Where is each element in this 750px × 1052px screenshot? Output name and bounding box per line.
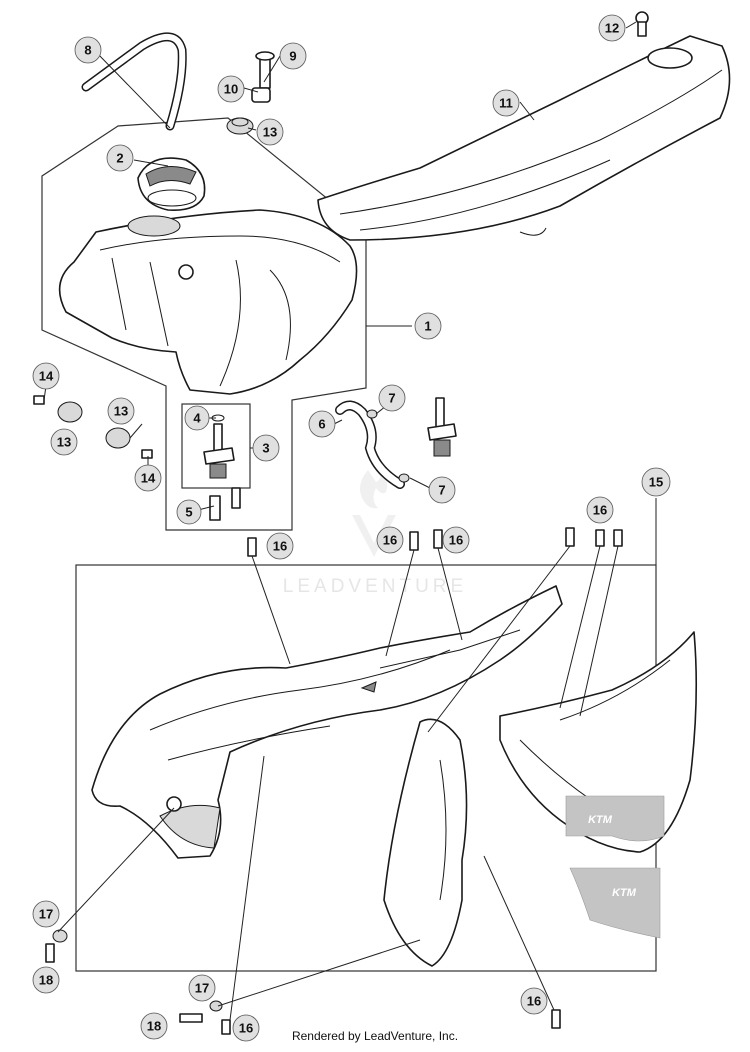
svg-text:11: 11 — [499, 96, 513, 111]
svg-text:9: 9 — [289, 49, 296, 64]
svg-text:1: 1 — [424, 319, 431, 334]
svg-text:16: 16 — [239, 1021, 253, 1036]
callout-13-c: 13 — [107, 397, 135, 425]
callout-16-c: 16 — [442, 526, 470, 554]
callout-14-b: 14 — [134, 464, 162, 492]
callout-16-d: 16 — [586, 496, 614, 524]
callout-14-a: 14 — [32, 362, 60, 390]
svg-text:16: 16 — [527, 994, 541, 1009]
callout-10: 10 — [217, 75, 245, 103]
svg-text:13: 13 — [114, 404, 128, 419]
svg-text:14: 14 — [141, 471, 156, 486]
svg-text:7: 7 — [438, 483, 445, 498]
svg-text:18: 18 — [39, 973, 53, 988]
fuel-line — [335, 397, 457, 489]
fuel-tank — [58, 209, 358, 395]
decal-bottom-logo: KTM — [612, 887, 637, 899]
callout-1: 1 — [414, 312, 442, 340]
svg-text:16: 16 — [593, 503, 607, 518]
callout-17-a: 17 — [32, 900, 60, 928]
svg-text:16: 16 — [273, 539, 287, 554]
svg-text:6: 6 — [318, 417, 325, 432]
tank-bolt-assembly — [226, 51, 275, 135]
callout-7-b: 7 — [428, 476, 456, 504]
watermark-text: LEADVENTURE — [283, 576, 467, 597]
callout-2: 2 — [106, 144, 134, 172]
callout-17-b: 17 — [188, 974, 216, 1002]
callout-9: 9 — [279, 42, 307, 70]
callout-16-f: 16 — [520, 987, 548, 1015]
callout-13-a: 13 — [256, 118, 284, 146]
tank-assembly-boundary — [41, 117, 367, 531]
callout-15: 15 — [641, 467, 671, 497]
svg-text:14: 14 — [39, 369, 54, 384]
shroud-decal-top: KTM — [565, 795, 665, 842]
svg-text:18: 18 — [147, 1019, 161, 1034]
shroud-decal-bottom: KTM — [569, 867, 661, 939]
svg-text:7: 7 — [388, 391, 395, 406]
svg-text:2: 2 — [116, 151, 123, 166]
svg-text:3: 3 — [262, 441, 269, 456]
svg-text:16: 16 — [383, 533, 397, 548]
fuel-tap — [181, 403, 251, 521]
callout-18-b: 18 — [140, 1012, 168, 1040]
svg-text:17: 17 — [39, 907, 53, 922]
svg-text:10: 10 — [224, 82, 238, 97]
svg-text:8: 8 — [84, 43, 91, 58]
svg-text:17: 17 — [195, 981, 209, 996]
callout-16-a: 16 — [266, 532, 294, 560]
callout-7-a: 7 — [378, 384, 406, 412]
callout-8: 8 — [74, 36, 102, 64]
callout-12: 12 — [598, 14, 626, 42]
watermark: LEADVENTURE — [283, 470, 467, 597]
seat-bolt — [635, 11, 649, 37]
callout-5: 5 — [176, 499, 202, 525]
callout-18-a: 18 — [32, 966, 60, 994]
svg-text:15: 15 — [649, 475, 663, 490]
flame-logo-icon — [352, 470, 396, 557]
leader-lines — [43, 21, 657, 1021]
fuel-cap — [137, 157, 206, 212]
callout-16-b: 16 — [376, 526, 404, 554]
callout-16-e: 16 — [232, 1014, 260, 1042]
shroud-screws — [45, 527, 623, 1035]
decal-top-logo: KTM — [588, 814, 613, 826]
svg-text:12: 12 — [605, 21, 619, 36]
callout-4: 4 — [184, 405, 210, 431]
callout-3: 3 — [252, 434, 280, 462]
svg-text:13: 13 — [57, 435, 71, 450]
svg-text:16: 16 — [449, 533, 463, 548]
tank-rubber-mounts — [33, 395, 153, 459]
seat — [317, 35, 731, 241]
callout-6: 6 — [308, 410, 336, 438]
callout-13-b: 13 — [50, 428, 78, 456]
svg-text:4: 4 — [193, 411, 201, 426]
callout-11: 11 — [492, 89, 520, 117]
svg-text:13: 13 — [263, 125, 277, 140]
left-shroud — [91, 585, 563, 859]
svg-text:5: 5 — [185, 505, 192, 520]
footer-credit: Rendered by LeadVenture, Inc. — [291, 1029, 459, 1043]
